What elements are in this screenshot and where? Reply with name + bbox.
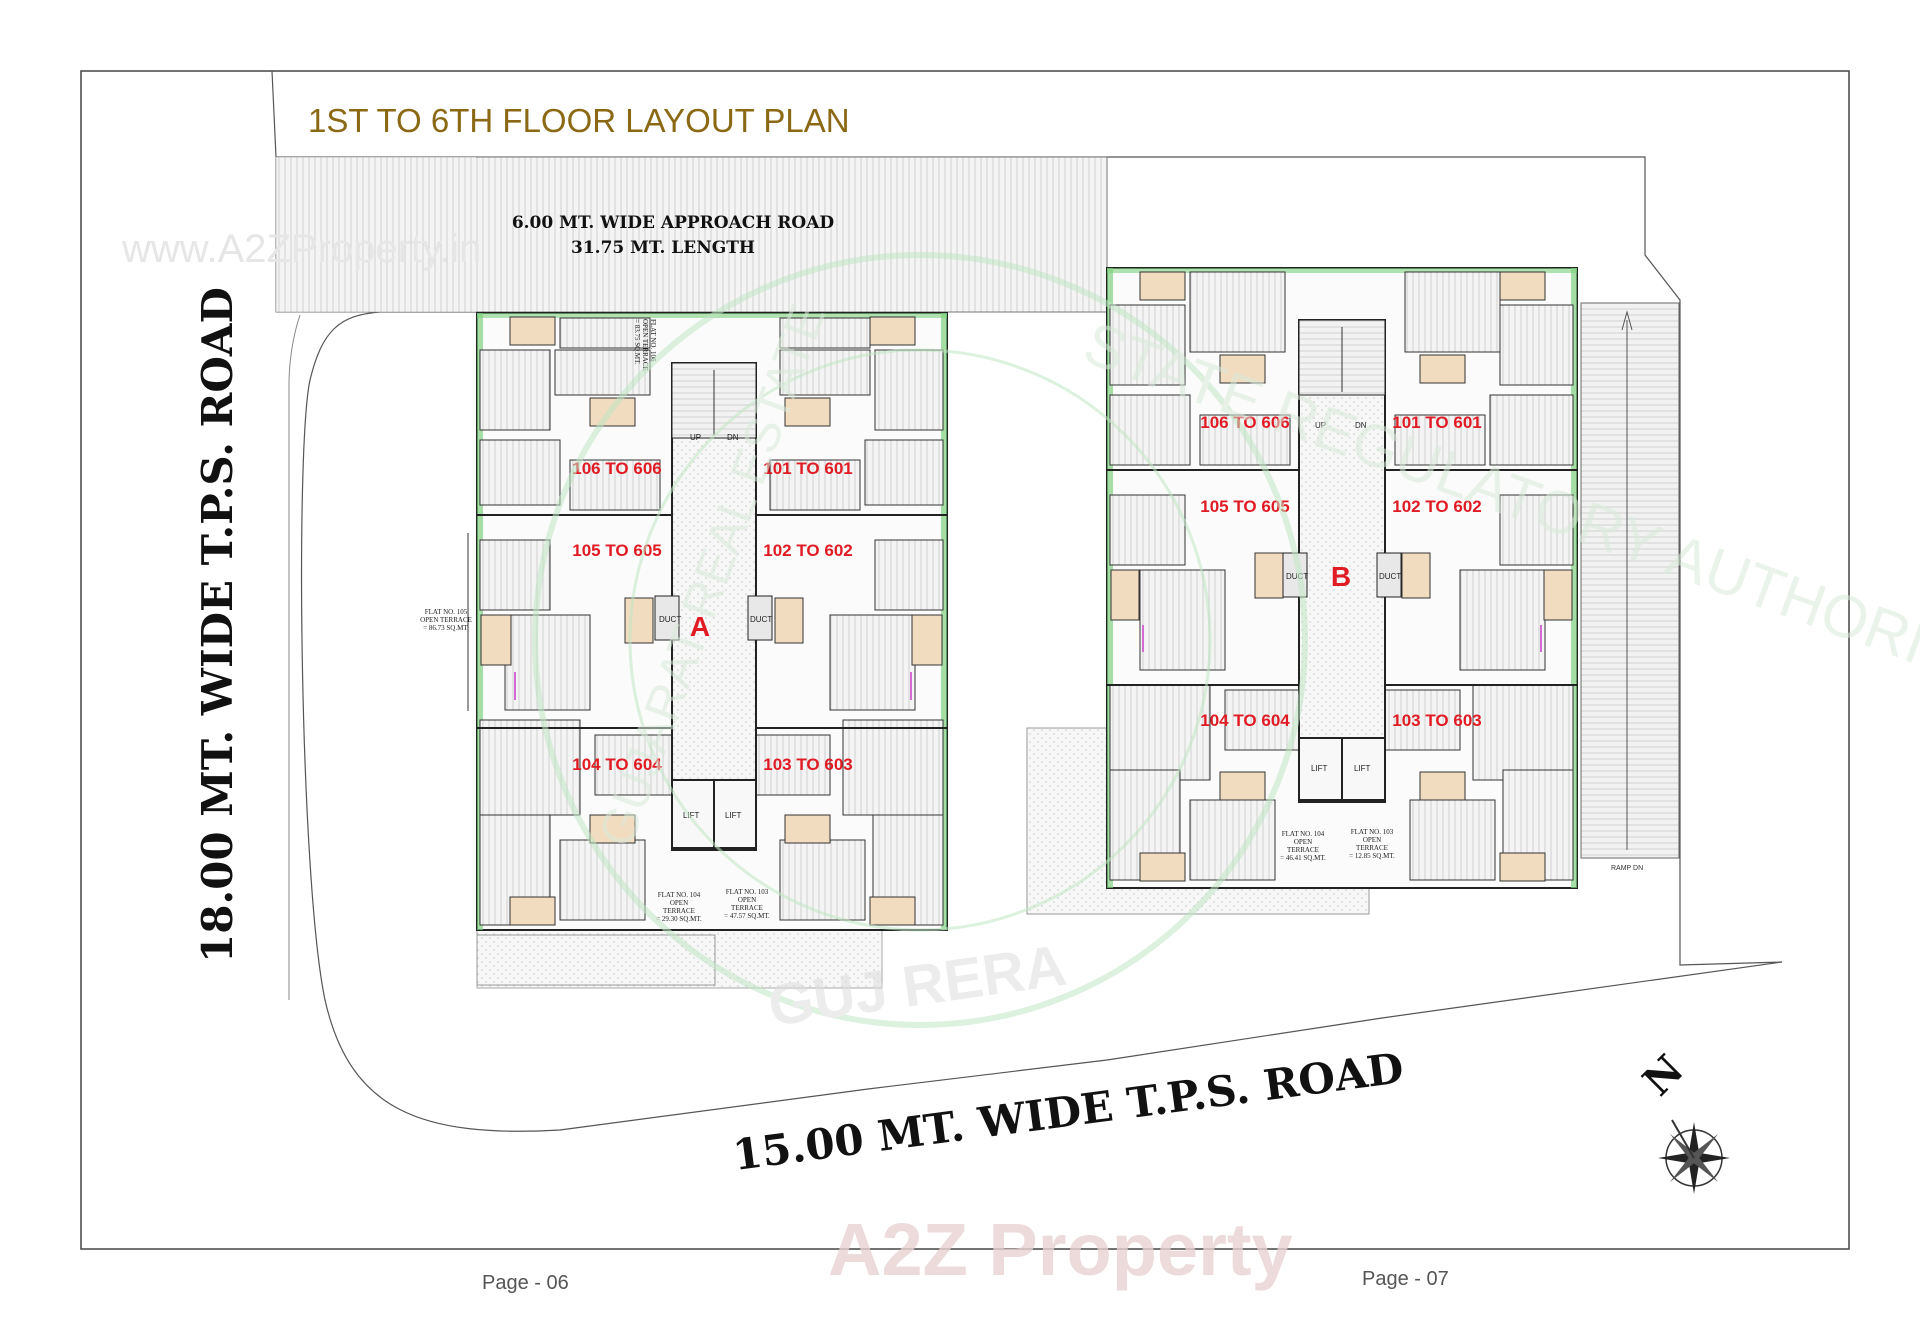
block-b [1026,267,1680,915]
block-a-lift-right: LIFT [725,811,742,820]
block-b-lift-right: LIFT [1354,764,1371,773]
block-a-stair-dn: DN [727,433,739,442]
watermark-url: www.A2ZProperty.in [121,227,481,271]
block-b-duct-right: DUCT [1379,572,1401,581]
approach-road-label: 6.00 MT. WIDE APPROACH ROAD [512,213,835,233]
page-number-left: Page - 06 [482,1272,569,1294]
block-a-unit-103: 103 TO 603 [763,755,852,774]
block-b-unit-101: 101 TO 601 [1392,413,1481,432]
block-b-unit-106: 106 TO 606 [1200,413,1289,432]
block-b-unit-102: 102 TO 602 [1392,497,1481,516]
svg-text:FLAT NO. 106OPEN TERRACE= 83.7: FLAT NO. 106OPEN TERRACE= 83.75 SQ.MT. [633,319,657,371]
terrace-a-106: FLAT NO. 106OPEN TERRACE= 83.75 SQ.MT. [633,319,657,371]
approach-road-length: 31.75 MT. LENGTH [571,238,755,258]
block-b-lift-left: LIFT [1311,764,1328,773]
block-b-stair-dn: DN [1355,421,1367,430]
block-a-lift-left: LIFT [683,811,700,820]
page-title: 1ST TO 6TH FLOOR LAYOUT PLAN [308,102,850,139]
plot-boundary [271,70,1783,1132]
block-a-duct-left: DUCT [659,615,681,624]
block-b-unit-103: 103 TO 603 [1392,711,1481,730]
brand-watermark: A2Z Property [828,1208,1293,1291]
west-road-label: 18.00 MT. WIDE T.P.S. ROAD [193,287,242,963]
block-a [476,312,948,989]
block-b-unit-105: 105 TO 605 [1200,497,1289,516]
block-b-stair-up: UP [1315,421,1326,430]
block-a-unit-102: 102 TO 602 [763,541,852,560]
block-b-label: B [1331,561,1351,592]
block-a-unit-101: 101 TO 601 [763,459,852,478]
block-a-label: A [690,611,710,642]
block-a-unit-105: 105 TO 605 [572,541,661,560]
block-a-unit-104: 104 TO 604 [572,755,662,774]
block-a-stair-up: UP [690,433,701,442]
ramp-label: RAMP DN [1611,865,1643,872]
page-number-right: Page - 07 [1362,1268,1449,1290]
block-a-duct-right: DUCT [750,615,772,624]
block-b-unit-104: 104 TO 604 [1200,711,1290,730]
block-a-unit-106: 106 TO 606 [572,459,661,478]
